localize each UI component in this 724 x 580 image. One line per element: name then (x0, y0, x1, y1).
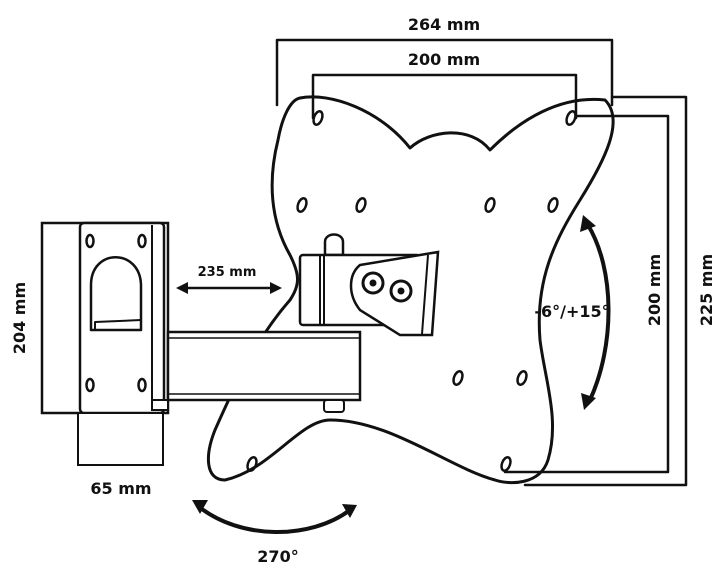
tilt-angle-label: -6°/+15° (534, 302, 609, 321)
dimension-204mm-label: 204 mm (10, 282, 29, 354)
dimension-200mm-width-bracket (311, 73, 578, 120)
dimension-225mm-bracket (523, 95, 688, 487)
tv-plate-outline (206, 95, 615, 485)
dimension-235mm-arrow (176, 282, 282, 294)
dimension-65mm-label: 65 mm (90, 479, 151, 498)
dimension-200mm-height-label: 200 mm (645, 254, 664, 326)
tilt-arrow (580, 215, 611, 410)
swivel-arrow (192, 500, 357, 534)
arm (166, 330, 362, 413)
swivel-angle-label: 270° (257, 547, 298, 566)
dimension-200mm-height-bracket (503, 114, 670, 474)
dimension-264mm-bracket (275, 38, 614, 107)
dimension-200mm-width-label: 200 mm (408, 50, 480, 69)
tilt-head (298, 233, 440, 337)
wall-plate (40, 221, 170, 466)
plate-holes (246, 110, 577, 472)
dimension-235mm-label: 235 mm (198, 265, 257, 280)
dimension-225mm-label: 225 mm (697, 254, 716, 326)
dimension-264mm-label: 264 mm (408, 15, 480, 34)
